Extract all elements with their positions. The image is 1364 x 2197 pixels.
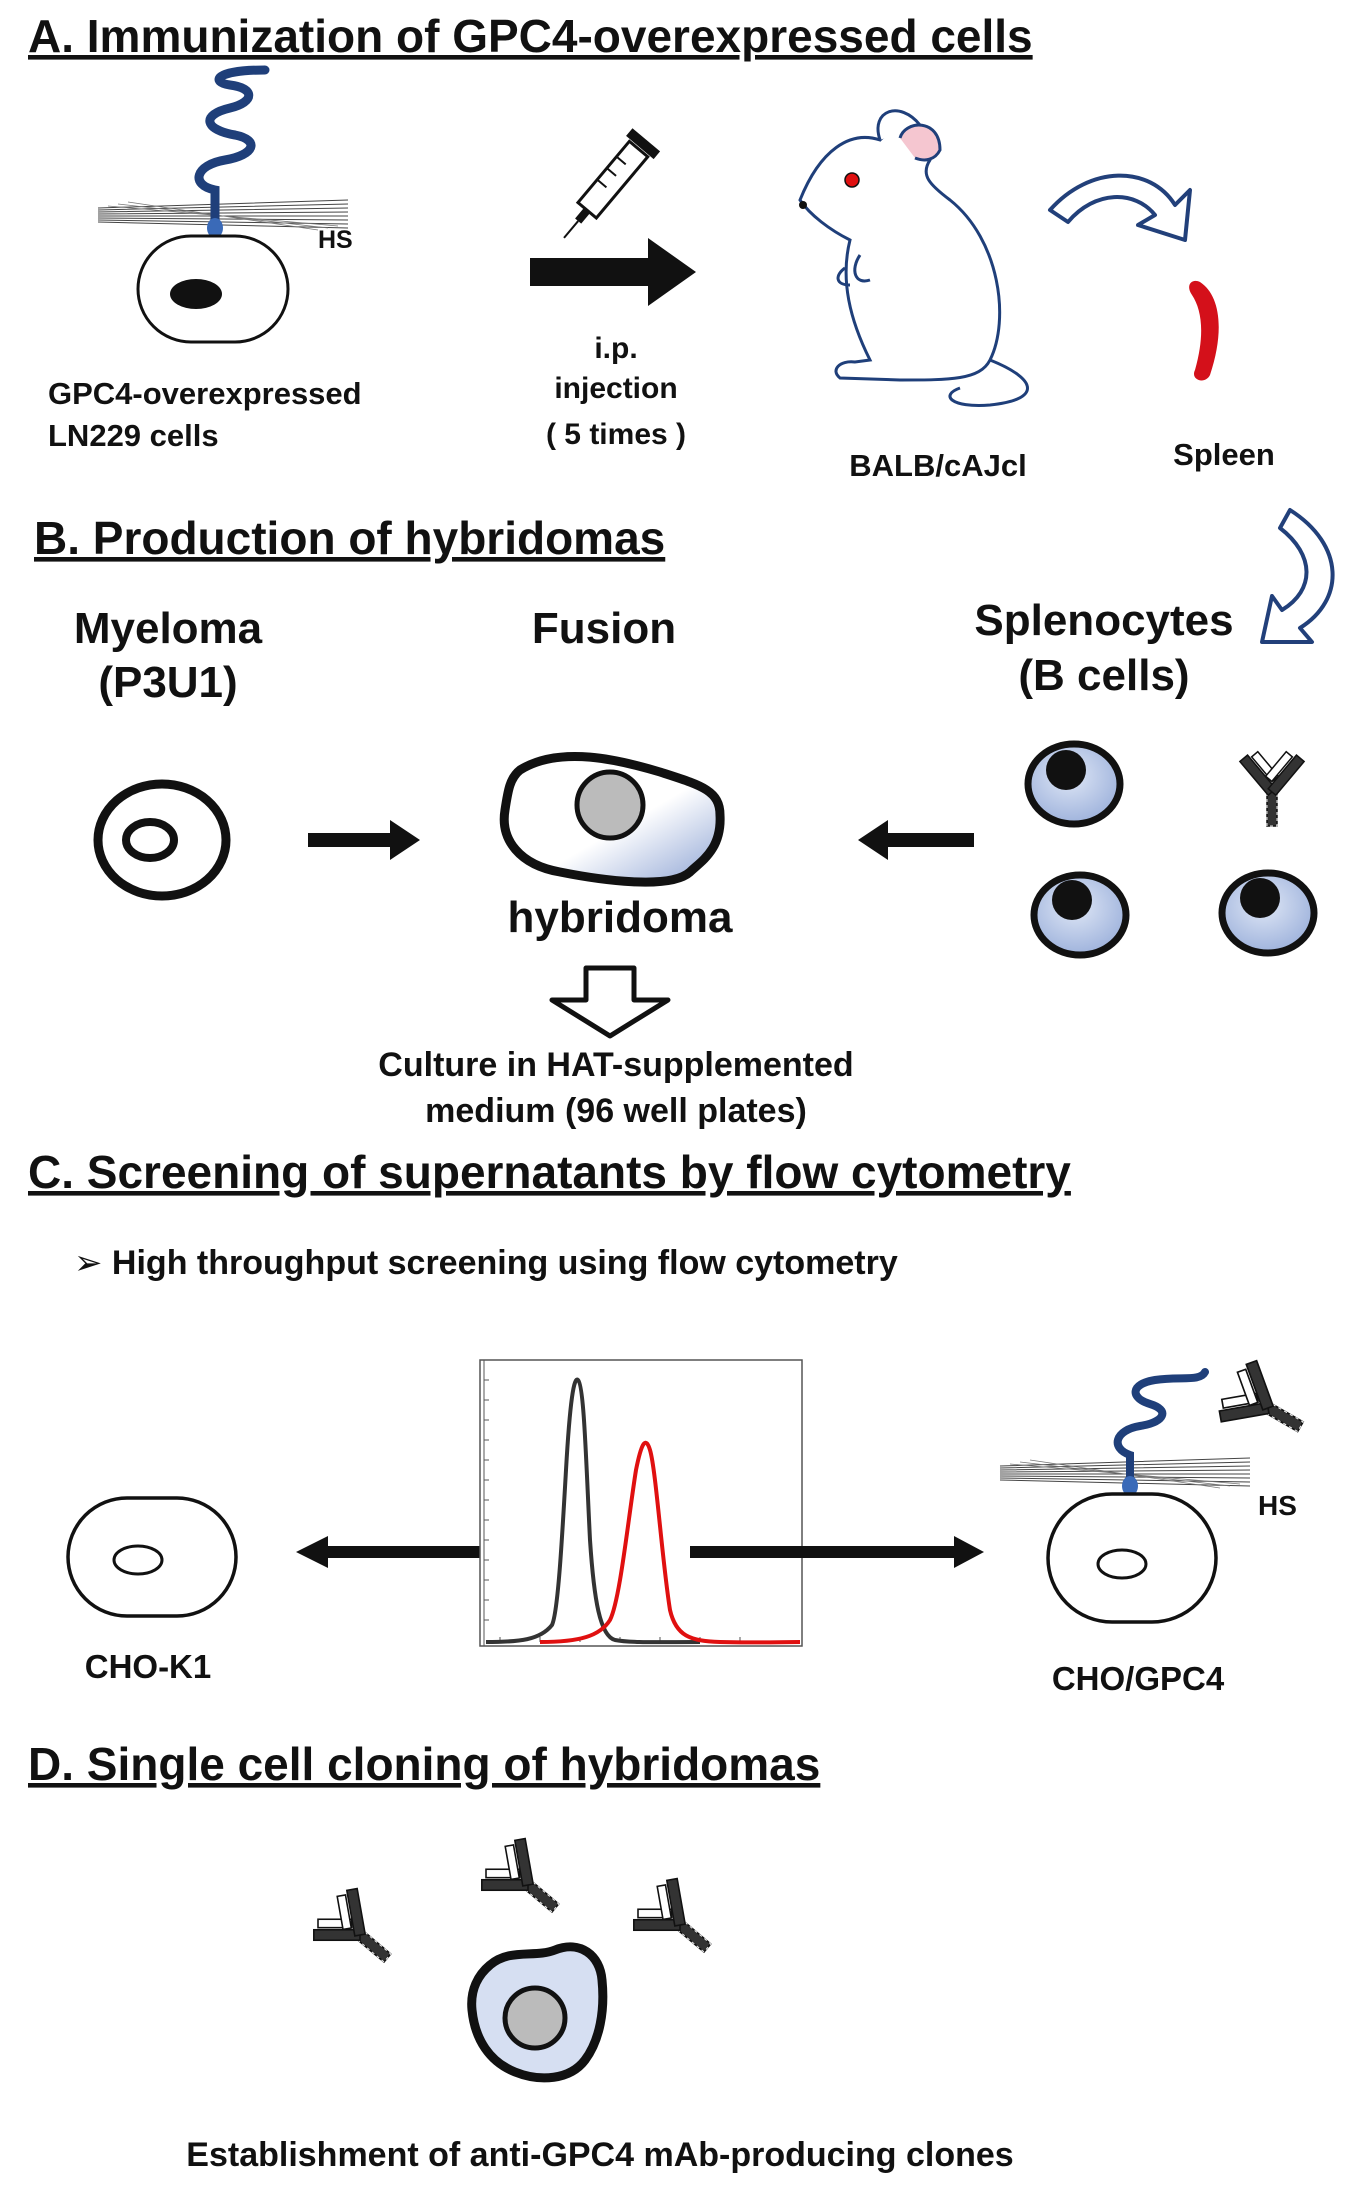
hybridoma-cell [499,751,725,887]
spleen-label: Spleen [1173,437,1275,472]
cho-gpc4-cell: HS [999,1352,1319,1624]
gpi-anchor [207,218,223,238]
curved-arrow-to-spleen-icon [1048,173,1192,242]
cho-k1-label: CHO-K1 [85,1648,212,1685]
cell-nucleus [170,279,222,309]
cloned-hybridoma-cell [467,1942,608,2083]
culture-line-1: Culture in HAT-supplemented [378,1046,853,1084]
splenocytes-label-line-1: Splenocytes [974,596,1233,645]
screening-bullet: ➢ High throughput screening using flow c… [74,1244,898,1282]
bound-antibody-icon [1208,1352,1319,1459]
hs-label-c: HS [1258,1490,1297,1521]
injection-line-1: i.p. [594,332,637,365]
antibody-icon [1239,747,1305,827]
gpc4-positive-peak [539,1440,801,1645]
heparan-sulfate-chains [97,199,349,231]
negative-control-peak [485,1377,701,1645]
down-arrow-culture [549,965,671,1039]
arrow-to-cho-gpc4 [690,1536,984,1568]
fusion-label: Fusion [532,604,676,653]
gpc4-protein [194,65,270,233]
hybridoma-label: hybridoma [508,893,733,942]
curved-arrow-to-splenocytes-icon [1260,508,1335,644]
cell-label-line-2: LN229 cells [48,418,219,453]
myeloma-label-line-1: Myeloma [74,604,263,653]
section-b-title: B. Production of hybridomas [34,512,665,564]
establishment-caption: Establishment of anti-GPC4 mAb-producing… [186,2136,1013,2174]
mouse-icon [798,109,1029,407]
spleen-icon [1189,280,1219,381]
mouse-label: BALB/cAJcl [849,448,1026,483]
b-cell-2 [1030,871,1130,959]
antibody-icon-d2 [470,1829,578,1935]
section-a-title: A. Immunization of GPC4-overexpressed ce… [28,10,1033,62]
myeloma-cell [93,779,231,901]
injection-line-2: injection [554,372,677,405]
cell-label-line-1: GPC4-overexpressed [48,376,362,411]
hs-label: HS [318,226,353,254]
culture-line-2: medium (96 well plates) [425,1092,807,1130]
myeloma-label-line-2: (P3U1) [98,658,237,707]
syringe-icon [563,128,661,239]
b-cell-1 [1024,740,1124,828]
section-d-title: D. Single cell cloning of hybridomas [28,1738,820,1790]
section-c-title: C. Screening of supernatants by flow cyt… [28,1146,1071,1198]
injection-line-3: ( 5 times ) [546,418,686,451]
cell-nucleus-c [1096,1548,1148,1580]
gpc4-ln229-cell: HS [97,65,353,344]
arrow-myeloma-to-fusion [308,820,420,860]
cho-gpc4-label: CHO/GPC4 [1052,1660,1225,1697]
arrow-to-cho-k1 [296,1536,524,1568]
antibody-icon-d3 [622,1869,730,1975]
splenocytes-label-line-2: (B cells) [1018,651,1189,700]
cho-k1-cell [66,1496,238,1618]
gpc4-protein-c [1113,1368,1209,1490]
gpi-anchor-c [1122,1476,1138,1496]
antibody-icon-d1 [302,1879,410,1985]
b-cell-3 [1218,869,1318,957]
injection-arrow [530,238,696,306]
arrow-splenocytes-to-fusion [858,820,974,860]
histogram-frame [479,1359,803,1647]
flow-cytometry-histogram [479,1359,803,1647]
histogram-y-ticks [483,1360,489,1646]
